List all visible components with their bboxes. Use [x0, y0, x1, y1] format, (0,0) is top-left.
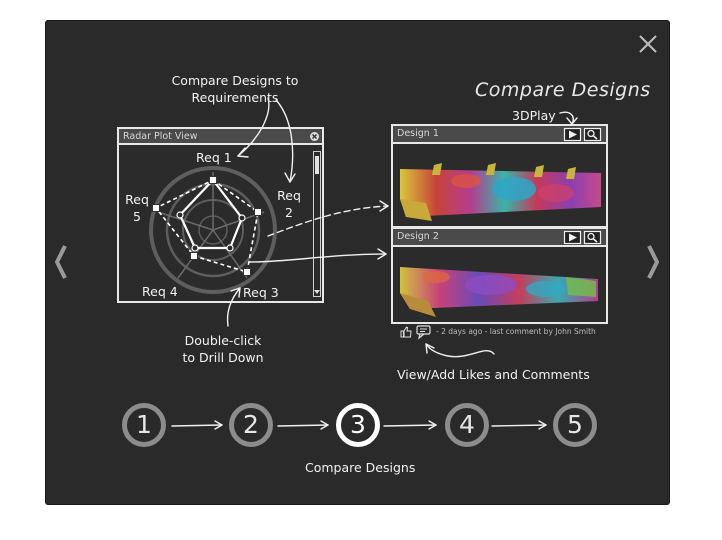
chevron-left-icon[interactable]: [52, 242, 70, 282]
annotation-line: to Drill Down: [182, 350, 264, 365]
radar-point[interactable]: [226, 244, 234, 252]
design-1-heatmap-render[interactable]: [396, 159, 603, 223]
comment-icon[interactable]: [416, 325, 432, 340]
radar-point[interactable]: [254, 208, 262, 216]
magnifier-icon[interactable]: [583, 230, 602, 245]
close-icon[interactable]: [637, 33, 659, 55]
step-4[interactable]: 4: [445, 403, 489, 447]
radar-window-title: Radar Plot View: [123, 131, 198, 142]
radar-label-req2: Req 2: [277, 188, 301, 220]
design-panel-2[interactable]: Design 2: [391, 227, 608, 324]
page-title: Compare Designs: [475, 79, 651, 101]
radar-point[interactable]: [190, 252, 198, 260]
step-1[interactable]: 1: [122, 403, 166, 447]
step-2[interactable]: 2: [229, 403, 273, 447]
annotation-double-click: Double-click to Drill Down: [170, 332, 276, 366]
step-caption: Compare Designs: [305, 460, 416, 475]
radar-series-solid: [178, 178, 244, 250]
step-3[interactable]: 3: [336, 403, 380, 447]
annotation-line: Compare Designs to: [171, 73, 299, 88]
annotation-likes-comments: View/Add Likes and Comments: [397, 367, 590, 382]
radar-point[interactable]: [209, 176, 217, 184]
annotation-line: Requirements: [191, 90, 279, 105]
radar-window-titlebar: Radar Plot View: [119, 129, 322, 145]
comment-meta: - 2 days ago - last comment by John Smit…: [436, 327, 596, 336]
design-panel-1[interactable]: Design 1: [391, 124, 608, 228]
thumbs-up-icon[interactable]: [400, 326, 412, 338]
annotation-3dplay: 3DPlay: [512, 108, 556, 123]
radar-point[interactable]: [191, 244, 199, 252]
design-title: Design 2: [397, 231, 439, 242]
radar-point[interactable]: [243, 268, 251, 276]
step-5[interactable]: 5: [553, 403, 597, 447]
radar-axis: [157, 211, 214, 231]
radar-point[interactable]: [152, 204, 160, 212]
radar-point[interactable]: [238, 214, 246, 222]
play-icon[interactable]: [563, 230, 582, 245]
scroll-down-arrow-icon[interactable]: [314, 289, 320, 295]
window-close-icon[interactable]: [309, 131, 320, 142]
magnifier-icon[interactable]: [583, 127, 602, 142]
design-titlebar: Design 2: [393, 229, 606, 247]
design-title: Design 1: [397, 128, 439, 139]
annotation-line: Double-click: [184, 333, 262, 348]
radar-scrollbar-thumb[interactable]: [315, 156, 319, 174]
radar-point[interactable]: [176, 211, 184, 219]
chevron-right-icon[interactable]: [644, 242, 662, 282]
radar-label-req5: Req 5: [125, 192, 149, 224]
design-titlebar: Design 1: [393, 126, 606, 144]
radar-series-dashed: [154, 179, 259, 274]
radar-label-req3: Req 3: [243, 285, 279, 300]
radar-plot[interactable]: [140, 160, 290, 295]
play-icon[interactable]: [563, 127, 582, 142]
annotation-compare-requirements: Compare Designs to Requirements: [150, 72, 320, 106]
radar-label-req4: Req 4: [142, 284, 178, 299]
radar-scrollbar[interactable]: [313, 151, 321, 297]
radar-label-req1: Req 1: [196, 150, 232, 165]
design-2-heatmap-render[interactable]: [396, 259, 603, 319]
